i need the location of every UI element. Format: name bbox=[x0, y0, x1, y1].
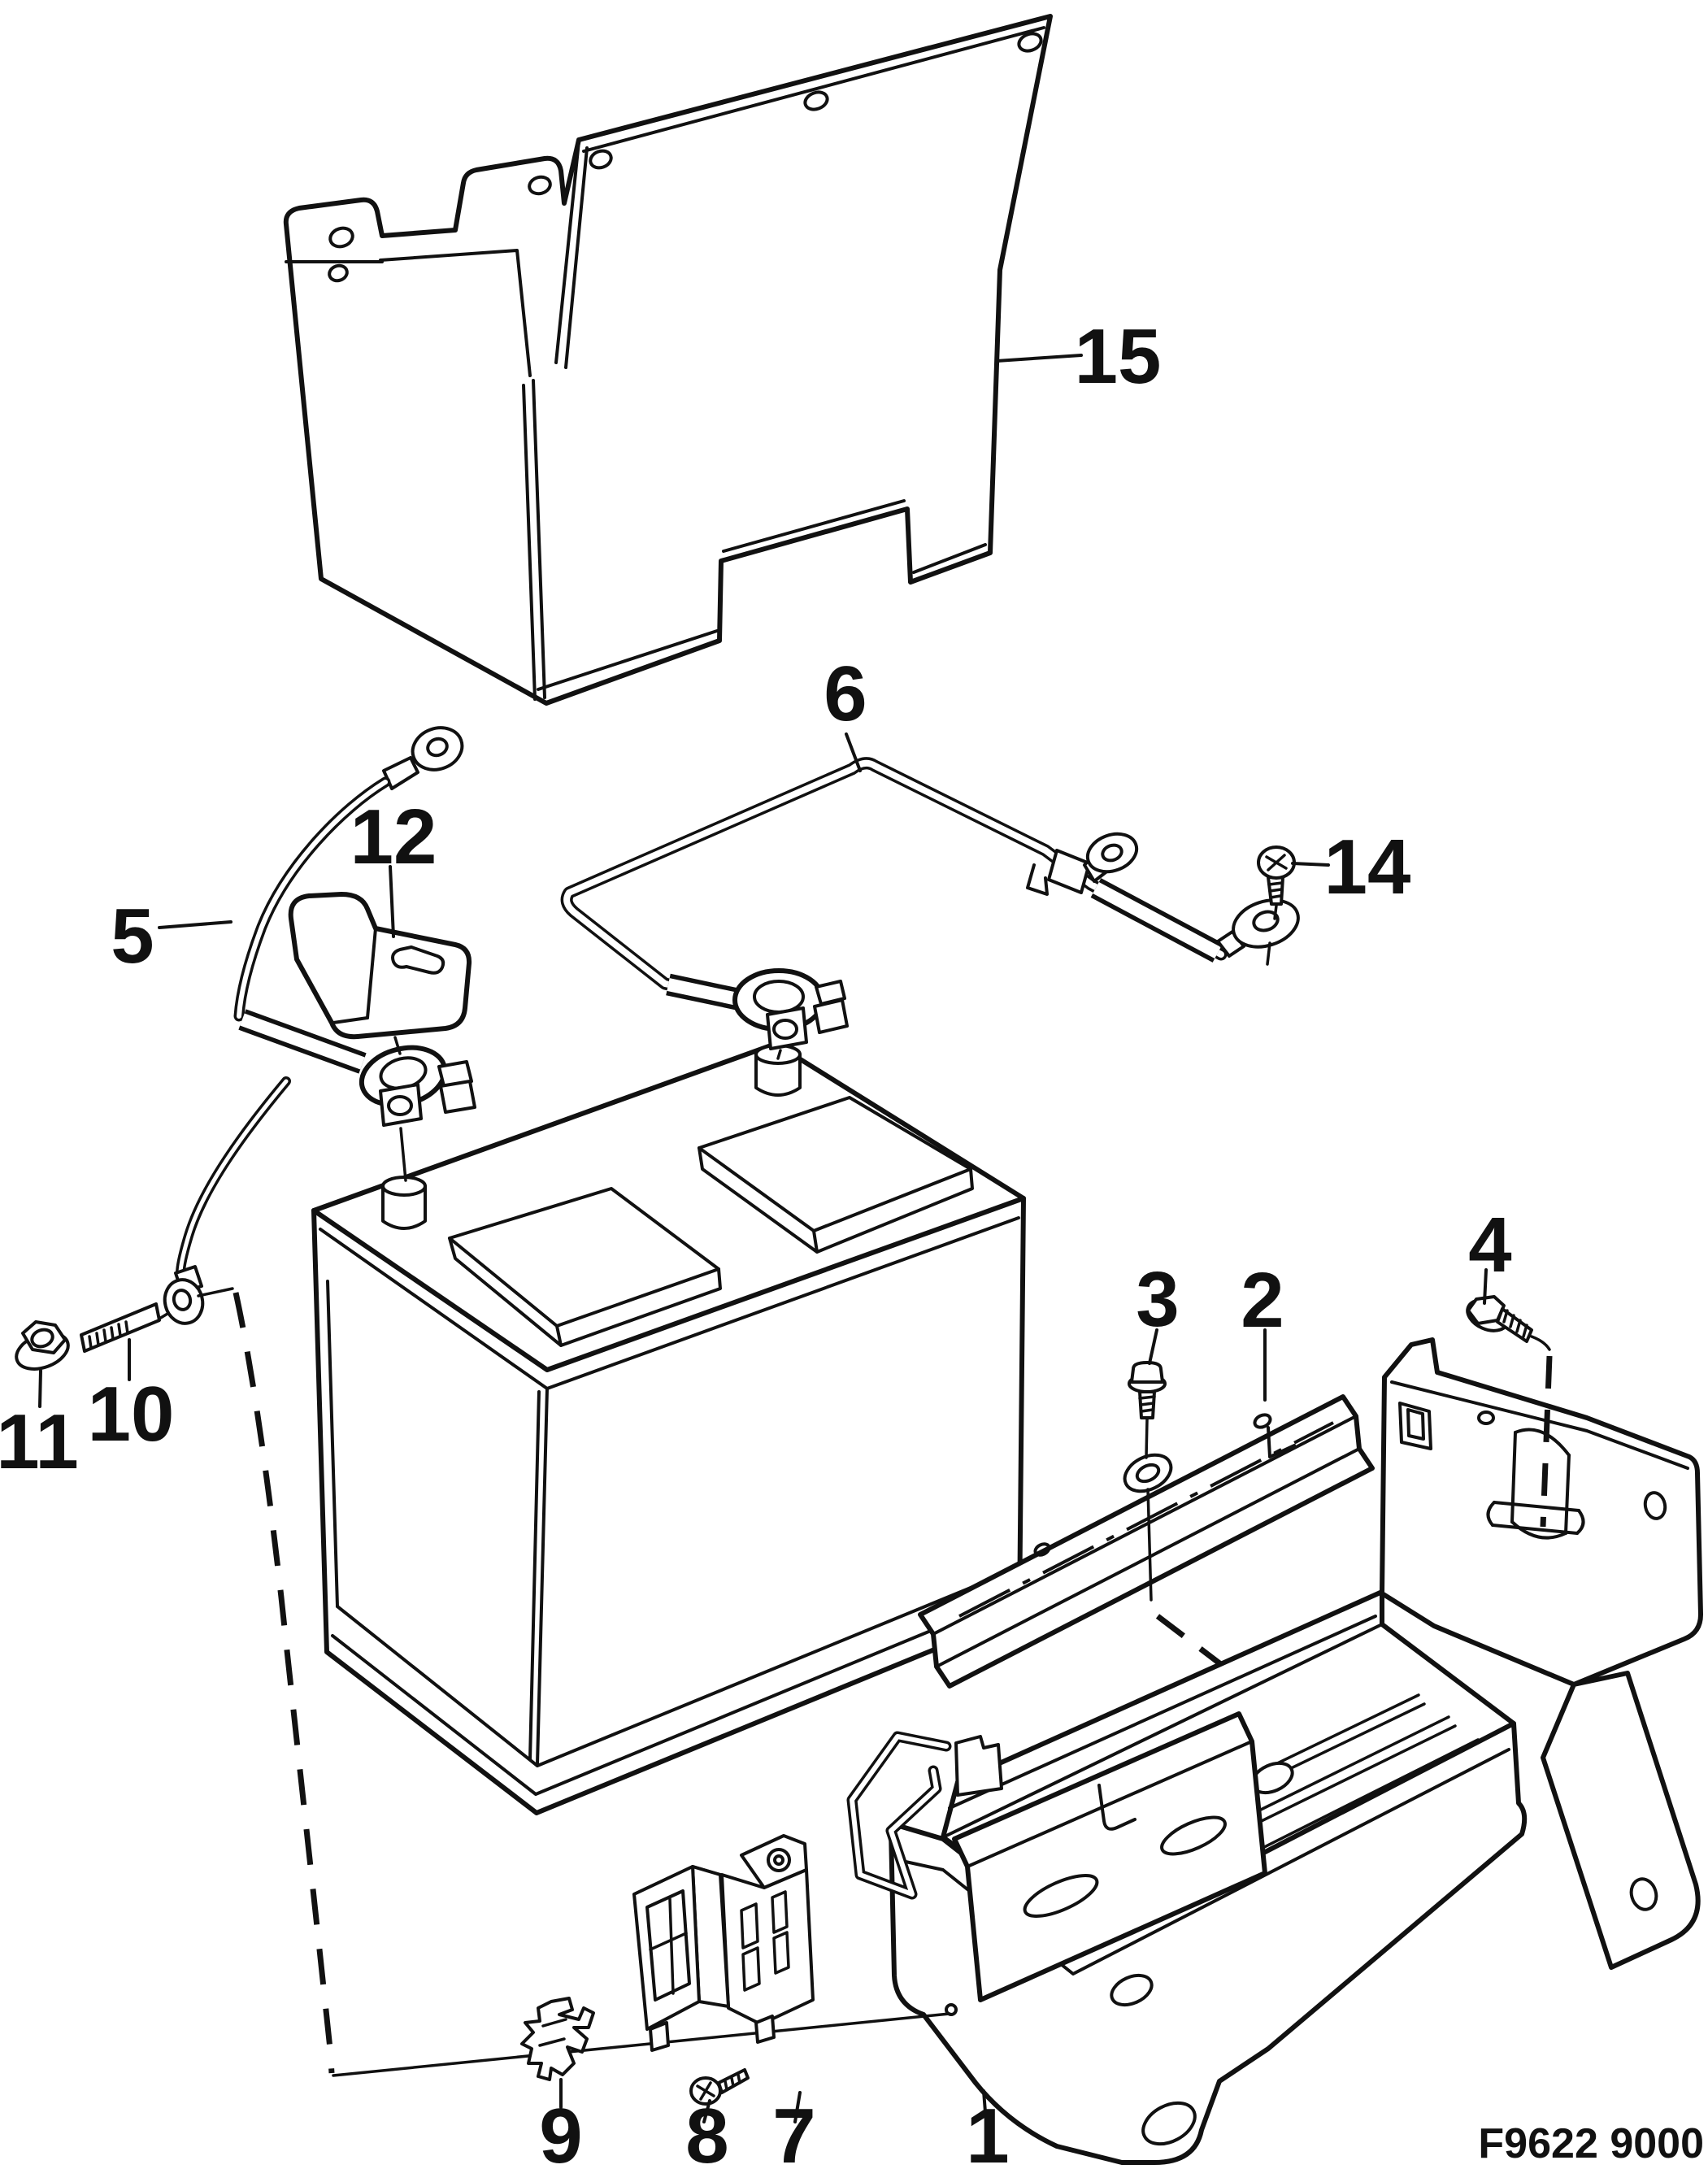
battery-post-positive bbox=[381, 1176, 427, 1230]
leader-lines bbox=[38, 354, 1488, 2123]
callout-10[interactable]: 10 bbox=[88, 1371, 175, 1458]
tray-wire-hook bbox=[846, 1731, 952, 1900]
callout-labels: 15 6 12 5 14 3 2 4 11 10 9 8 7 1 bbox=[0, 313, 1512, 2169]
callout-8[interactable]: 8 bbox=[685, 2093, 728, 2169]
callout-14[interactable]: 14 bbox=[1324, 824, 1411, 911]
callout-6[interactable]: 6 bbox=[824, 650, 867, 737]
callout-3[interactable]: 3 bbox=[1136, 1256, 1179, 1343]
terminal-cover-12 bbox=[288, 892, 472, 1055]
retaining-bar-2 bbox=[918, 1394, 1375, 1689]
nut-11 bbox=[15, 1320, 70, 1371]
callout-11[interactable]: 11 bbox=[0, 1398, 79, 1485]
bolt-4 bbox=[1466, 1295, 1553, 1528]
tray-side-bracket bbox=[1380, 1337, 1703, 1970]
drawing-code: F9622 9000 bbox=[1478, 2120, 1704, 2167]
battery-post-negative bbox=[754, 1044, 802, 1097]
tray-inner-bracket bbox=[952, 1711, 1267, 2002]
cable-hook-tab bbox=[1026, 863, 1049, 896]
callout-7[interactable]: 7 bbox=[772, 2093, 815, 2169]
callout-15[interactable]: 15 bbox=[1075, 313, 1162, 400]
battery-cover-15 bbox=[283, 14, 1053, 706]
screw-8 bbox=[689, 2068, 750, 2106]
callout-5[interactable]: 5 bbox=[111, 893, 154, 980]
clip-9 bbox=[520, 1997, 595, 2081]
alignment-line-ground-point bbox=[332, 2012, 951, 2077]
battery-tray-1 bbox=[846, 1589, 1528, 2165]
callout-9[interactable]: 9 bbox=[539, 2093, 582, 2169]
tray-mount-hole bbox=[945, 2003, 958, 2016]
callout-12[interactable]: 12 bbox=[350, 793, 437, 880]
callout-1[interactable]: 1 bbox=[966, 2093, 1009, 2169]
bracket-7 bbox=[632, 1834, 815, 2052]
battery-cable-6 bbox=[560, 757, 1300, 1060]
cable-6-terminal-clamp bbox=[732, 968, 849, 1050]
callout-4[interactable]: 4 bbox=[1468, 1202, 1511, 1289]
stud-10 bbox=[80, 1302, 169, 1353]
screw-14 bbox=[1257, 845, 1296, 920]
callout-2[interactable]: 2 bbox=[1241, 1257, 1284, 1344]
cable-5-terminal-clamp bbox=[359, 1045, 476, 1127]
battery-cable-5 bbox=[163, 726, 476, 2074]
